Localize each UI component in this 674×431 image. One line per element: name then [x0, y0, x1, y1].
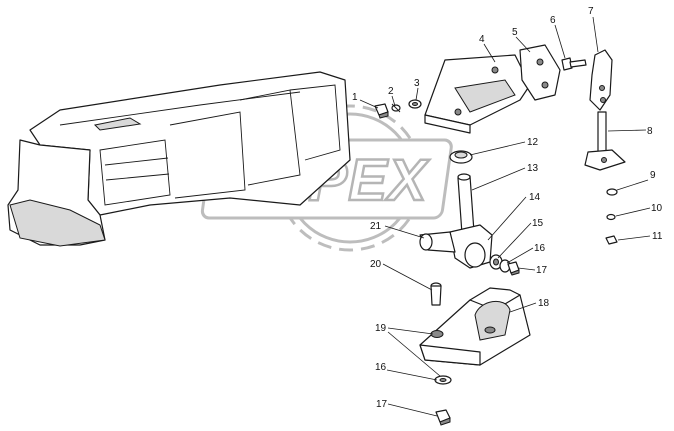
- cap-12: [449, 150, 473, 164]
- mount-14: [419, 224, 493, 269]
- callout-20: 20: [370, 259, 382, 270]
- washer-16b: [434, 375, 452, 385]
- callout-4: 4: [479, 34, 485, 45]
- cab-body: [7, 71, 351, 247]
- washer-3: [408, 99, 422, 109]
- callout-14: 14: [529, 192, 541, 203]
- callout-13: 13: [527, 163, 539, 174]
- callout-17-lower: 17: [376, 399, 388, 410]
- callout-12: 12: [527, 137, 539, 148]
- callout-labels: 1 2 3 4 5 6 7 8 9 10 11 12 13 14 15 16 1…: [352, 6, 663, 410]
- callout-5: 5: [512, 27, 518, 38]
- callout-9: 9: [650, 170, 656, 181]
- callout-1: 1: [352, 92, 358, 103]
- washer-2: [391, 103, 401, 113]
- callout-6: 6: [550, 15, 556, 26]
- base-bracket-18: [419, 287, 531, 366]
- shaft-13: [457, 173, 475, 235]
- callout-2: 2: [388, 86, 394, 97]
- nut-17b: [435, 409, 451, 426]
- leader-lines: [359, 16, 651, 417]
- callout-11: 11: [652, 231, 663, 242]
- pin-20: [430, 282, 442, 306]
- bracket-4: [424, 54, 531, 134]
- nut-17a: [507, 261, 520, 276]
- callout-15: 15: [532, 218, 544, 229]
- support-arm-7: [589, 49, 613, 111]
- callout-10: 10: [651, 203, 663, 214]
- bolt-6: [561, 57, 587, 71]
- callout-21: 21: [370, 221, 382, 232]
- callout-17-upper: 17: [536, 265, 548, 276]
- callout-7: 7: [588, 6, 594, 17]
- washer-10: [606, 213, 616, 221]
- strut-8: [584, 111, 626, 171]
- callout-19: 19: [375, 323, 387, 334]
- plate-5: [519, 44, 561, 101]
- callout-16-upper: 16: [534, 243, 546, 254]
- callout-8: 8: [647, 126, 653, 137]
- callout-16-lower: 16: [375, 362, 387, 373]
- nut-11: [605, 235, 618, 245]
- callout-3: 3: [414, 78, 420, 89]
- callout-18: 18: [538, 298, 550, 309]
- nut-1: [374, 103, 389, 119]
- washer-9: [606, 188, 618, 196]
